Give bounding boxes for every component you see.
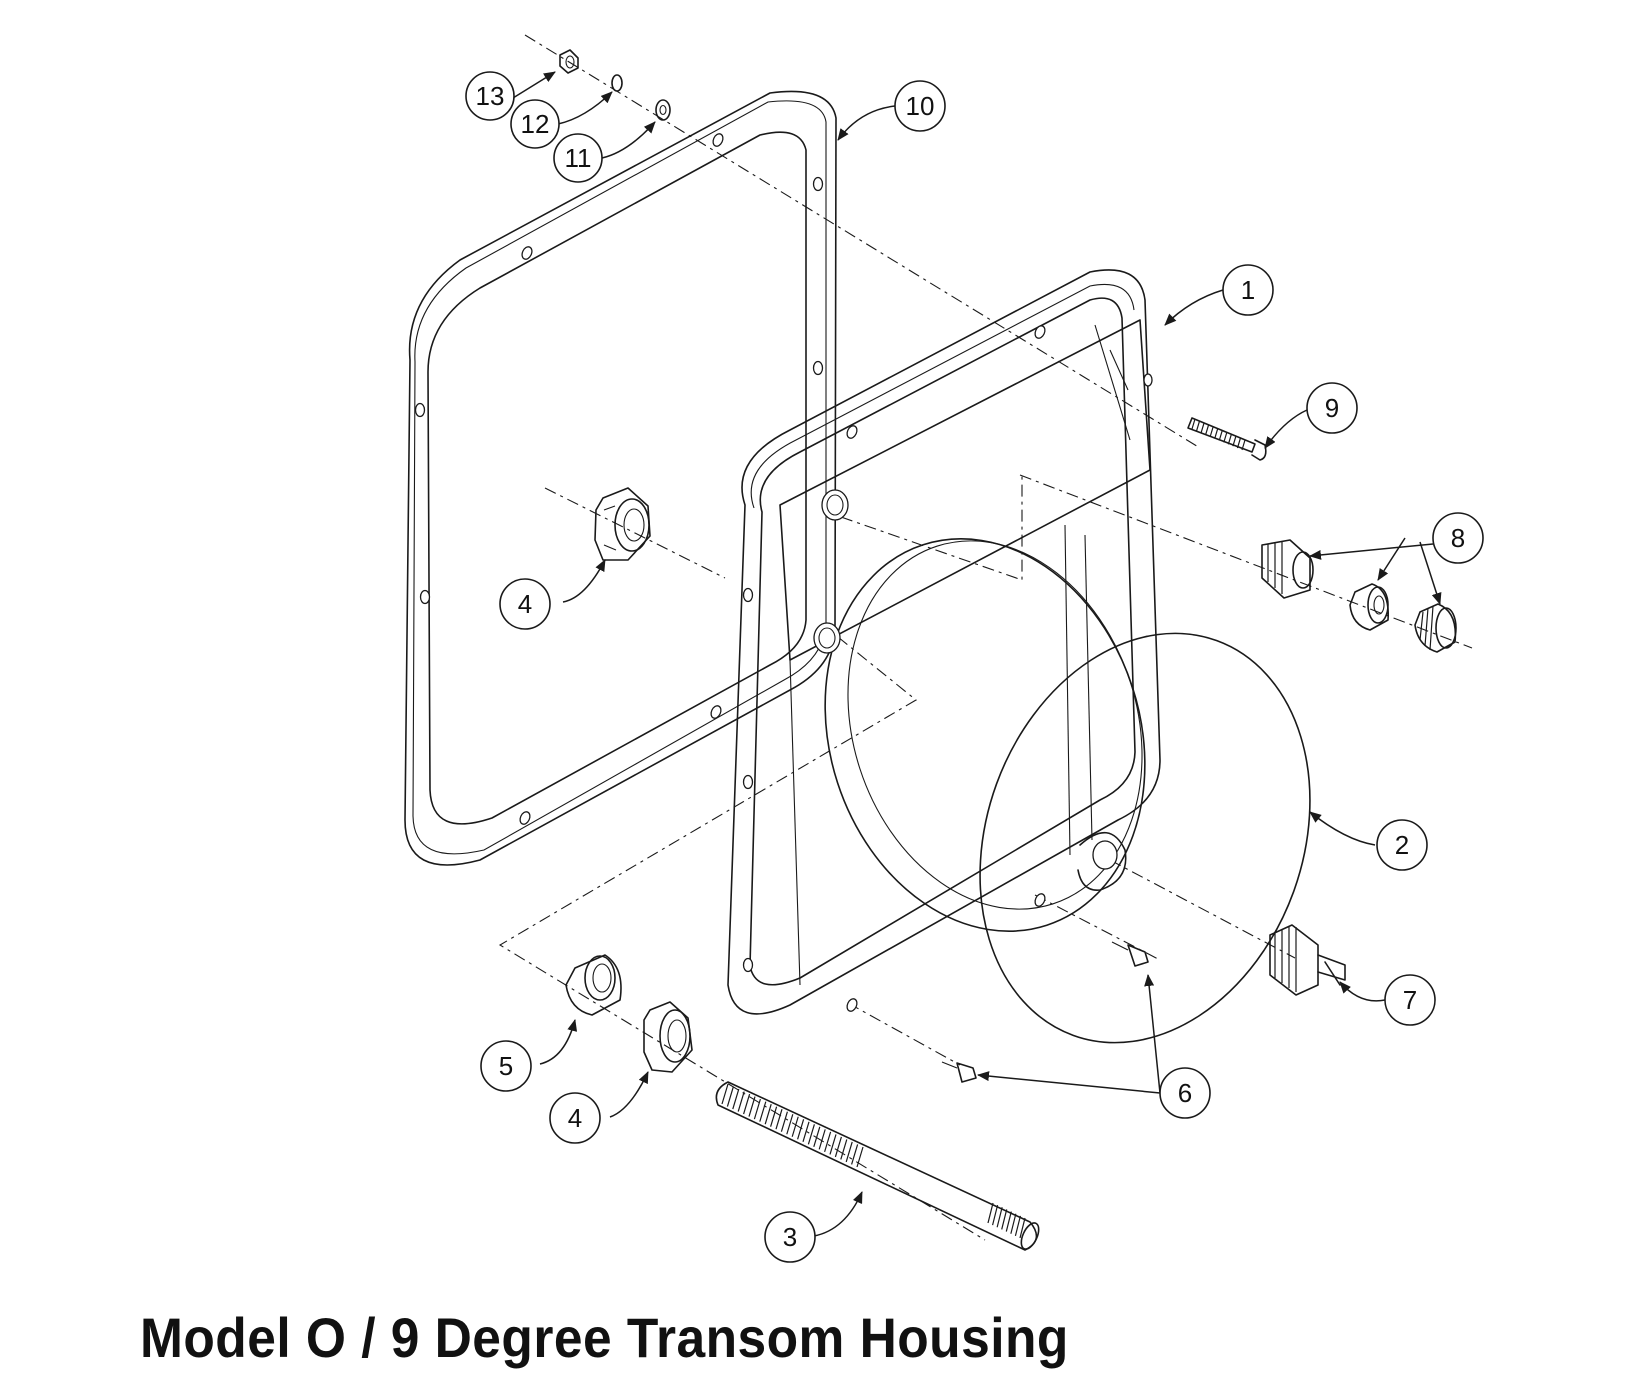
svg-text:4: 4: [568, 1103, 582, 1133]
svg-text:10: 10: [906, 91, 935, 121]
callout-6: 6: [1159, 1067, 1211, 1119]
hex-nut-part-4-lower: [643, 1001, 693, 1073]
svg-text:1: 1: [1241, 275, 1255, 305]
fitting-part-7: [1269, 924, 1346, 996]
callout-5: 5: [480, 1040, 532, 1092]
washer-part-11: [655, 99, 671, 121]
leader-lines: [512, 71, 1442, 1237]
callout-13: 13: [465, 71, 515, 121]
svg-text:11: 11: [565, 143, 592, 173]
callout-11: 11: [553, 133, 603, 183]
svg-text:2: 2: [1395, 830, 1409, 860]
hex-nut-part-4-upper: [594, 487, 651, 561]
centerlines: [498, 34, 1473, 1241]
diagram-title: Model O / 9 Degree Transom Housing: [140, 1306, 1069, 1369]
svg-text:5: 5: [499, 1051, 513, 1081]
spacer-part-5: [565, 954, 622, 1016]
fitting-part-8: [1261, 539, 1457, 653]
svg-text:12: 12: [521, 109, 550, 139]
svg-text:7: 7: [1403, 985, 1417, 1015]
callout-12: 12: [510, 99, 560, 149]
callout-2: 2: [1376, 819, 1428, 871]
svg-text:4: 4: [518, 589, 532, 619]
window-part-2: [979, 632, 1311, 1044]
callout-8: 8: [1432, 512, 1484, 564]
callout-1: 1: [1222, 264, 1274, 316]
svg-text:9: 9: [1325, 393, 1339, 423]
svg-text:3: 3: [783, 1222, 797, 1252]
svg-text:8: 8: [1451, 523, 1465, 553]
screw-part-9: [1187, 417, 1267, 461]
svg-text:6: 6: [1178, 1078, 1192, 1108]
screws-part-6: [941, 941, 1149, 1083]
callout-4-lower: 4: [549, 1092, 601, 1144]
housing-part-1: [727, 269, 1161, 1015]
callout-3: 3: [764, 1211, 816, 1263]
gasket-part-10: [404, 90, 837, 866]
callout-7: 7: [1384, 974, 1436, 1026]
callout-4-upper: 4: [499, 578, 551, 630]
callout-9: 9: [1306, 382, 1358, 434]
nut-part-13: [559, 49, 579, 74]
lock-washer-part-12: [611, 74, 623, 92]
callout-10: 10: [894, 80, 946, 132]
svg-text:13: 13: [476, 81, 505, 111]
threaded-stud-part-3: [715, 1081, 1040, 1251]
